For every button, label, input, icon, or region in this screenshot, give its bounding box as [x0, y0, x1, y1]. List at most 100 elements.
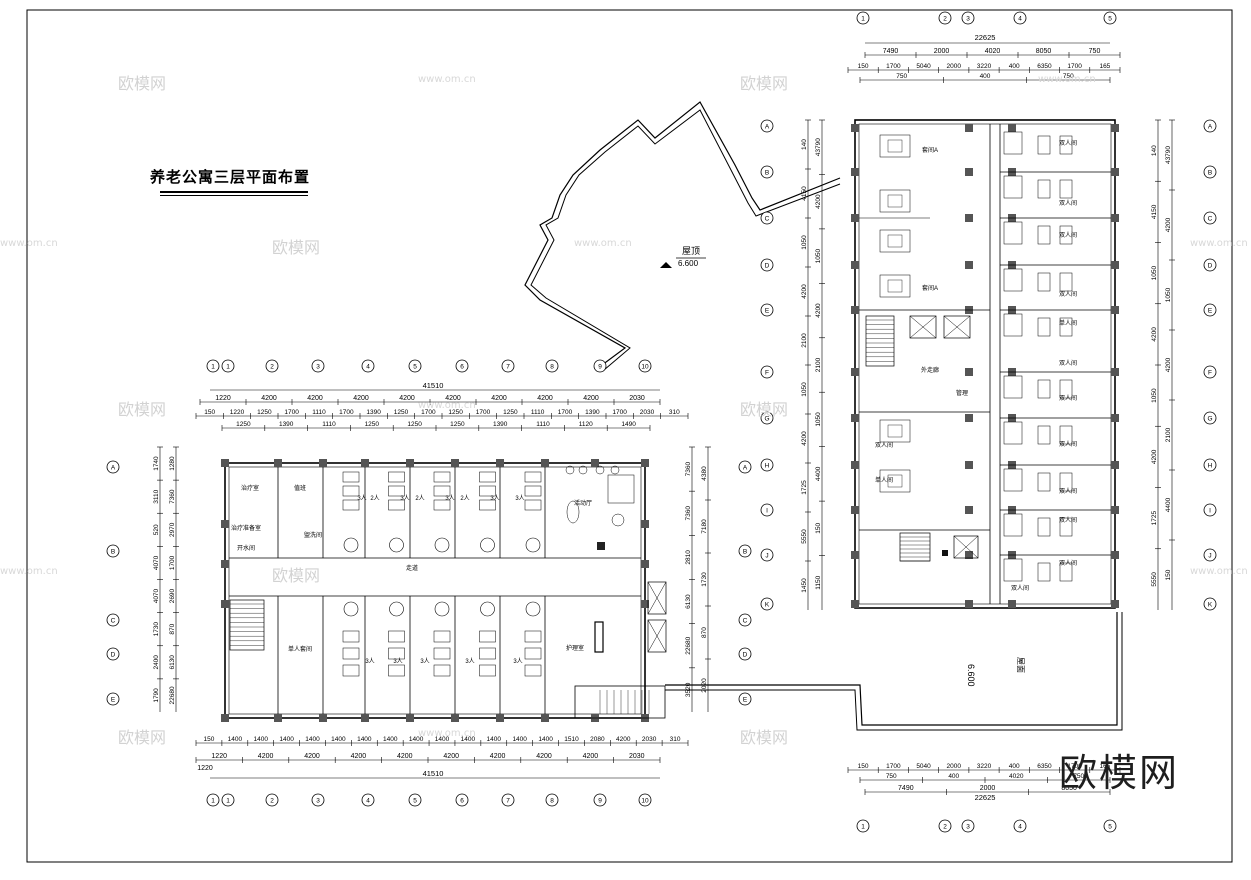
dimension-text: 4070 [153, 588, 160, 603]
grid-bubble-label: 3 [316, 798, 320, 805]
grid-bubble-label: 2 [943, 16, 947, 23]
column [406, 459, 414, 467]
dimension-text: 1110 [312, 409, 326, 416]
watermark-url: www.om.cn [418, 728, 476, 739]
grid-bubble-label: 7 [506, 364, 510, 371]
column [1111, 261, 1119, 269]
bed [479, 647, 496, 660]
watermark: 欧模网 [740, 728, 789, 747]
bed [879, 419, 911, 443]
dimension-text: 8050 [1036, 48, 1052, 55]
dimension-text: 5040 [916, 763, 931, 770]
dimension-text: 1400 [254, 736, 269, 743]
grid-bubble-circle [738, 460, 752, 474]
grid-bubble-label: 4 [366, 798, 370, 805]
duct [942, 550, 948, 556]
grid-bubble-circle [760, 211, 774, 225]
grid-bubble: 3 [961, 11, 975, 25]
column [851, 414, 859, 422]
column [496, 459, 504, 467]
dimension-text: 1150 [815, 575, 822, 589]
grid-bubble-circle [1103, 819, 1117, 833]
grid-bubble-label: D [111, 652, 116, 659]
grid-bubble-label: 4 [1018, 16, 1022, 23]
grid-bubble-circle [1203, 597, 1217, 611]
grid-bubble: K [1203, 597, 1217, 611]
column [541, 459, 549, 467]
table [566, 500, 580, 524]
dimension-text: 310 [669, 409, 680, 416]
column [965, 124, 973, 132]
dimension-text: 3110 [153, 489, 160, 503]
grid-bubble: 3 [961, 819, 975, 833]
column [451, 459, 459, 467]
room-label: 2人 [370, 495, 379, 502]
dimension-text: 4200 [616, 736, 631, 743]
bed [388, 630, 405, 643]
watermark-url: www.om.cn [1038, 74, 1096, 85]
dimension-text: 1250 [407, 421, 422, 428]
dimension-text: 1110 [536, 421, 550, 428]
dimension-text: 2080 [590, 736, 605, 743]
watermark: 欧模网 [272, 238, 321, 257]
room-label: 套间A [922, 146, 938, 154]
dimension-text: 1250 [448, 409, 463, 416]
dimension-text: 165 [1099, 63, 1110, 70]
grid-bubble-label: F [1208, 370, 1212, 377]
grid-bubble-label: A [111, 465, 116, 472]
dimension-text: 4200 [1165, 357, 1172, 372]
chair [565, 465, 575, 475]
bed [342, 485, 360, 497]
elevator-shaft [647, 619, 667, 653]
column [851, 168, 859, 176]
grid-bubble: B [738, 544, 752, 558]
room-label: 3人 [400, 495, 409, 502]
dimension-text: 4200 [536, 753, 552, 760]
dimension-text: 750 [1089, 48, 1101, 55]
room-label: 3人 [445, 495, 454, 502]
grid-bubble: 5 [1103, 819, 1117, 833]
grid-bubble: 4 [1013, 11, 1027, 25]
dimension-text: 2030 [640, 409, 655, 416]
grid-bubble-circle [221, 359, 235, 373]
bed [1059, 517, 1073, 537]
bed [342, 664, 360, 677]
column [851, 368, 859, 376]
dimension-text: 4200 [490, 753, 506, 760]
dimension-text: 1700 [169, 555, 176, 570]
grid-bubble-label: 3 [316, 364, 320, 371]
grid-bubble: A [760, 119, 774, 133]
dimension-text: 1730 [153, 622, 160, 637]
column [851, 124, 859, 132]
grid-bubble: 1 [221, 359, 235, 373]
dimension-text: 1700 [886, 763, 901, 770]
room-label: 活动厅 [574, 499, 592, 507]
column [1111, 306, 1119, 314]
grid-bubble-circle [938, 11, 952, 25]
grid-bubble-circle [1203, 503, 1217, 517]
dimension-text: 22680 [685, 636, 692, 654]
grid-bubble: 10 [638, 793, 652, 807]
column [851, 551, 859, 559]
dimension-text: 750 [1063, 73, 1074, 80]
elevator-shaft [953, 535, 979, 559]
room-label: 双人间 [1059, 290, 1077, 298]
column [541, 714, 549, 722]
grid-bubble: H [1203, 458, 1217, 472]
dimension-text: 1400 [383, 736, 398, 743]
grid-bubble-circle [106, 647, 120, 661]
toilet-fixture [480, 601, 495, 617]
room-label: 管理 [956, 389, 968, 397]
grid-bubble: 2 [265, 359, 279, 373]
room-label: 双人间 [1059, 359, 1077, 367]
column [851, 506, 859, 514]
dimension-text: 4200 [307, 395, 323, 402]
grid-bubble-circle [760, 548, 774, 562]
bed [388, 664, 405, 677]
dimension-text: 5550 [801, 529, 808, 544]
bed [1037, 562, 1051, 582]
elevator-mark [943, 315, 971, 339]
dimension-text: 4020 [1009, 773, 1024, 780]
